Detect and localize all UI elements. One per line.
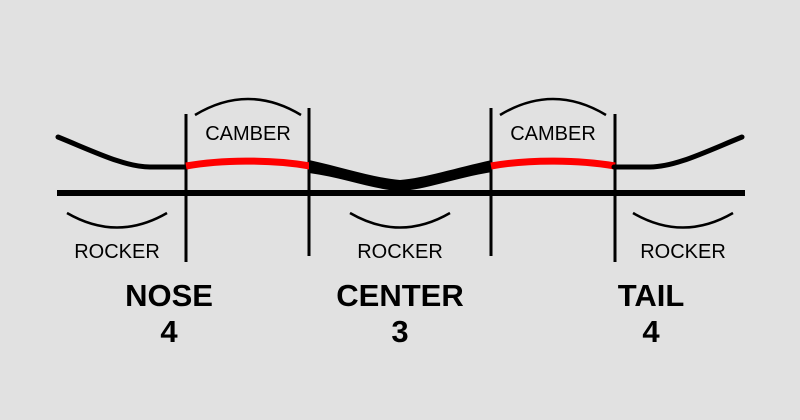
nose-camber-profile: [185, 157, 311, 170]
tail-camber-arc-icon: [499, 97, 607, 117]
nose-camber-arc-icon: [194, 97, 302, 117]
center-rocker-profile: [309, 160, 492, 191]
tail-rocker-label: ROCKER: [640, 241, 726, 263]
tail-camber-profile: [490, 157, 616, 170]
nose-section-value: 4: [160, 314, 178, 349]
tail-rocker-profile: [611, 134, 745, 170]
nose-section-name: NOSE: [125, 278, 213, 313]
tail-rocker-arc-icon: [632, 211, 734, 229]
nose-rocker-label: ROCKER: [74, 241, 160, 263]
center-rocker-label: ROCKER: [357, 241, 443, 263]
nose-rocker-arc-icon: [66, 211, 168, 229]
center-rocker-arc-icon: [349, 211, 451, 229]
tail-camber-label: CAMBER: [510, 123, 596, 145]
center-section-name: CENTER: [336, 278, 463, 313]
nose-camber-label: CAMBER: [205, 123, 291, 145]
center-section-value: 3: [391, 314, 408, 349]
tail-section-name: TAIL: [618, 278, 685, 313]
tail-section-value: 4: [642, 314, 660, 349]
nose-rocker-profile: [55, 134, 190, 170]
